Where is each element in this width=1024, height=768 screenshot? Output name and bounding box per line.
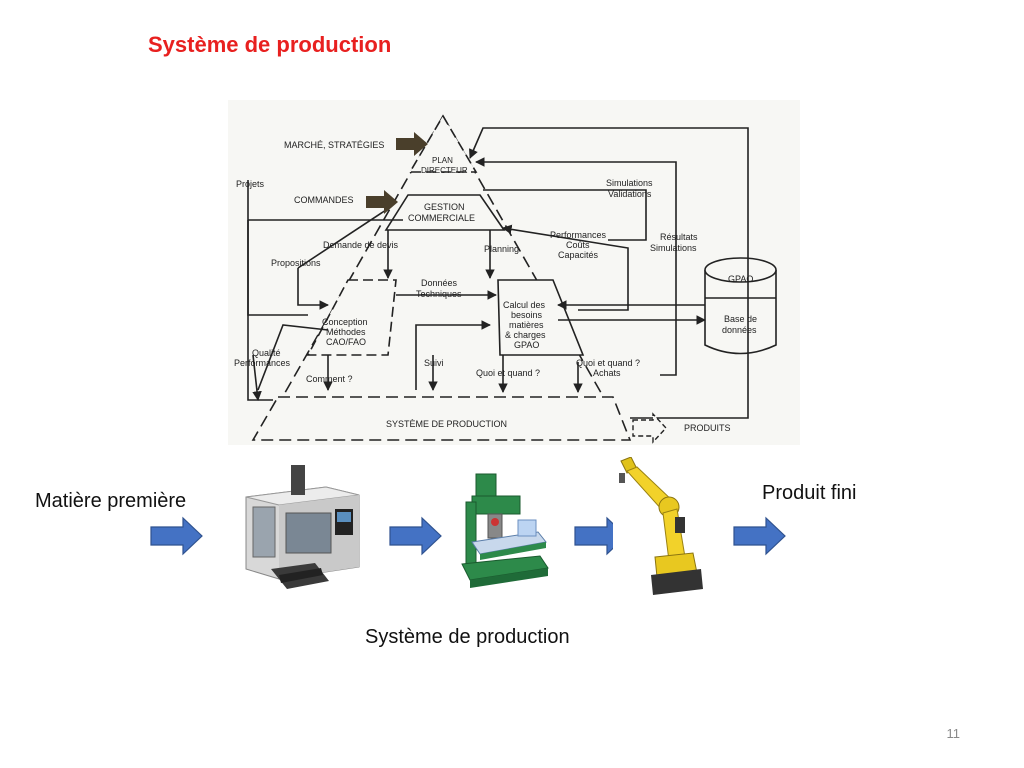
label-besoins: besoins [511,310,543,320]
label-achats: Achats [593,368,621,378]
slide-number: 11 [946,726,961,741]
plan-directeur-shape [408,114,478,173]
label-charges: & charges [505,330,546,340]
label-donnees: Données [421,278,458,288]
calcul-shape [497,279,585,356]
label-qualite: Qualité [252,348,281,358]
flow-arrow-4 [733,516,786,556]
label-projets: Projets [236,179,265,189]
label-performances: Performances [550,230,607,240]
milling-machine-icon [458,472,553,590]
systeme-production-shape [251,396,632,441]
database-cylinder [704,270,777,355]
input-label: Matière première [35,490,187,512]
label-cao-fao: CAO/FAO [326,337,366,347]
label-directeur: DIRECTEUR [421,166,468,175]
label-suivi: Suivi [424,358,444,368]
label-couts: Coûts [566,240,590,250]
label-resultats-simulations: Simulations [650,243,697,253]
label-demande: Demande de devis [323,240,399,250]
label-base: Base de [724,314,757,324]
marche-input-arrow [396,132,428,156]
label-quoi: Quoi et quand ? [476,368,540,378]
label-systeme: SYSTÈME DE PRODUCTION [386,419,507,429]
produits-output-arrow [632,412,667,444]
label-techniques: Techniques [416,289,462,299]
industrial-robot-icon [613,457,705,597]
label-marche: MARCHÉ, STRATÉGIES [284,140,384,150]
label-capacites: Capacités [558,250,599,260]
output-label: Produit fini [762,482,857,504]
label-conception: Conception [322,317,368,327]
label-gpao: GPAO [728,274,753,284]
label-calcul-gpao: GPAO [514,340,539,350]
flow-caption: Système de production [365,626,570,648]
commandes-input-arrow [366,190,398,214]
label-donnees-db: données [722,325,757,335]
flow-arrow-2 [389,516,442,556]
label-commandes: COMMANDES [294,195,354,205]
label-quoi-achats: Quoi et quand ? [576,358,640,368]
production-system-diagram: MARCHÉ, STRATÉGIES PLAN DIRECTEUR COMMAN… [228,100,800,445]
label-planning: Planning [484,244,519,254]
label-resultats: Résultats [660,232,698,242]
label-gestion: GESTION [424,202,465,212]
label-commerciale: COMMERCIALE [408,213,475,223]
slide-title: Système de production [148,32,392,57]
label-plan: PLAN [432,156,453,165]
label-calcul: Calcul des [503,300,546,310]
label-comment: Comment ? [306,374,353,384]
label-validations: Validations [608,189,652,199]
label-produits: PRODUITS [684,423,731,433]
label-matieres: matières [509,320,544,330]
cnc-machine-icon [231,457,376,598]
flow-arrow-1 [150,516,203,556]
label-qualite-performances: Performances [234,358,291,368]
label-methodes: Méthodes [326,327,366,337]
label-simulations: Simulations [606,178,653,188]
label-propositions: Propositions [271,258,321,268]
